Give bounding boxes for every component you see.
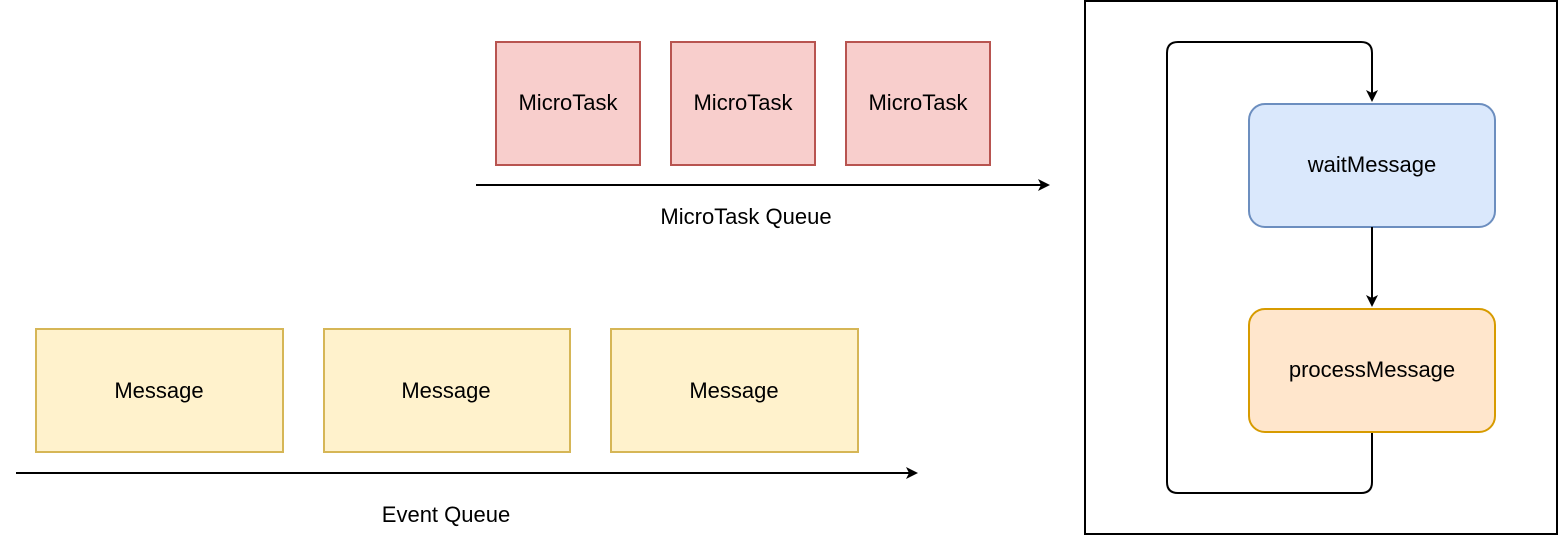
- event-loop-frame: [1084, 0, 1558, 535]
- message-box-shape: [35, 328, 284, 453]
- microtask-box-shape: [495, 41, 641, 166]
- message-label: Message: [689, 378, 778, 403]
- microtask-box: MicroTask: [495, 41, 641, 166]
- message-label: Message: [401, 378, 490, 403]
- event-queue: Message Message Message Event Queue: [16, 328, 918, 527]
- microtask-label: MicroTask: [868, 90, 968, 115]
- message-box: Message: [35, 328, 284, 453]
- process-message-label: processMessage: [1289, 357, 1455, 382]
- message-box-shape: [610, 328, 859, 453]
- microtask-box: MicroTask: [670, 41, 816, 166]
- process-message-box: [1248, 308, 1496, 433]
- loop-back-connector: [1166, 41, 1378, 494]
- wait-message-label: waitMessage: [1307, 152, 1436, 177]
- microtask-box-shape: [845, 41, 991, 166]
- event-queue-label: Event Queue: [382, 502, 510, 527]
- process-message-node: processMessage: [1248, 308, 1496, 433]
- message-box: Message: [610, 328, 859, 453]
- microtask-queue: MicroTask MicroTask MicroTask MicroTask …: [476, 41, 1050, 229]
- microtask-label: MicroTask: [693, 90, 793, 115]
- message-box: Message: [323, 328, 571, 453]
- microtask-label: MicroTask: [518, 90, 618, 115]
- microtask-box: MicroTask: [845, 41, 991, 166]
- microtask-queue-label: MicroTask Queue: [660, 204, 831, 229]
- wait-message-node: waitMessage: [1248, 103, 1496, 228]
- message-box-shape: [323, 328, 571, 453]
- microtask-box-shape: [670, 41, 816, 166]
- message-label: Message: [114, 378, 203, 403]
- event-loop-panel: waitMessage processMessage: [1084, 0, 1558, 535]
